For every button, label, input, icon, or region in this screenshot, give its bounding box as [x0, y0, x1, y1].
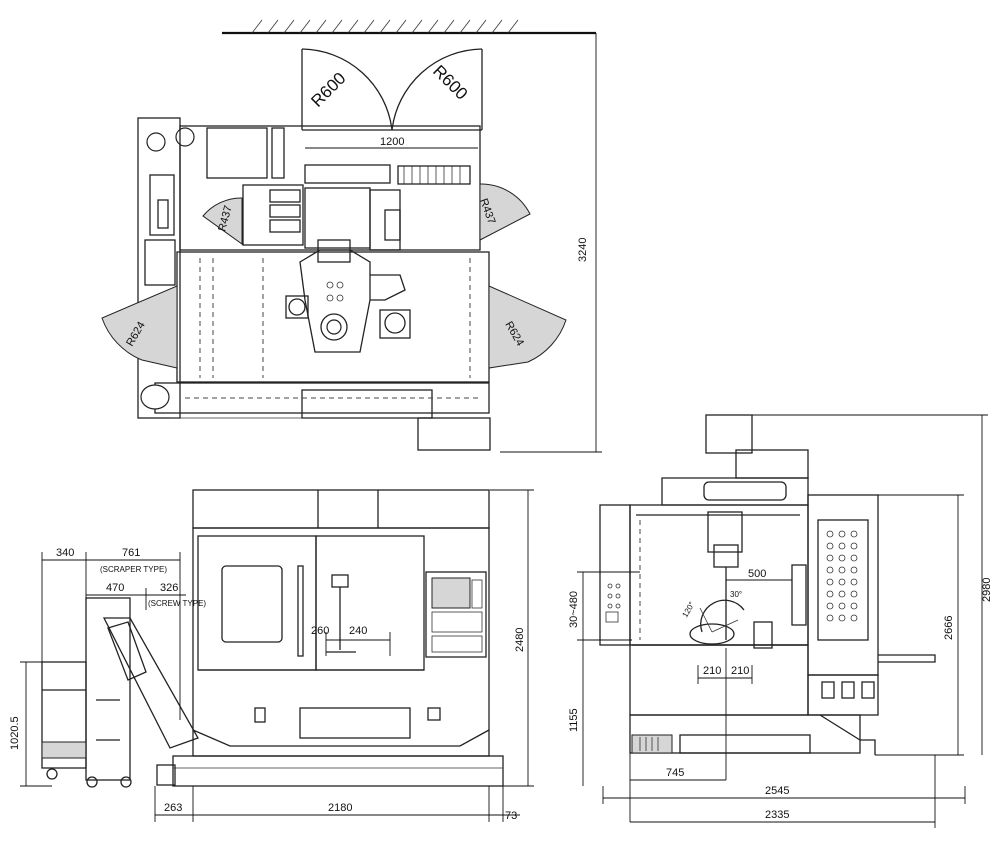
front-lower-panel — [299, 707, 411, 739]
dim-label-2180: 2180 — [328, 802, 352, 814]
dim-label-761: 761 — [122, 547, 140, 559]
dim-3240: 3240 — [500, 33, 602, 453]
dim-label-260: 260 — [311, 625, 329, 637]
dim-label-210-a: 210 — [703, 665, 721, 677]
dim-label-73: 73 — [505, 810, 517, 822]
radius-label-door-left: R600 — [307, 69, 349, 111]
front-base — [172, 755, 504, 787]
front-view: 260 240 — [9, 489, 534, 822]
dim-260-240: 260 240 — [311, 625, 391, 656]
side-view: 120° 30° 500 210 210 30~48 — [568, 414, 993, 828]
arc-r624-left — [101, 285, 178, 369]
dim-label-240: 240 — [349, 625, 367, 637]
left-column-port — [146, 132, 166, 152]
dim-label-745: 745 — [666, 767, 684, 779]
arc-r437-left — [202, 197, 243, 245]
dim-2980: 2980 — [752, 414, 993, 755]
side-window — [703, 481, 787, 501]
dim-label-470: 470 — [106, 582, 124, 594]
dim-745: 745 — [629, 753, 726, 822]
left-column — [137, 117, 181, 419]
plan-main-body — [176, 251, 490, 383]
arc-r624-right — [488, 285, 567, 369]
dim-label-500: 500 — [748, 568, 766, 580]
dim-bottom-front: 263 2180 73 — [154, 786, 520, 822]
dim-label-2545: 2545 — [765, 785, 789, 797]
control-panel — [425, 571, 487, 658]
dim-label-2335: 2335 — [765, 809, 789, 821]
dim-2666: 2666 — [875, 494, 964, 756]
dim-2545: 2545 — [602, 785, 966, 804]
angle-label-120: 120° — [680, 600, 696, 619]
breaker-grid — [826, 530, 858, 622]
vent-grille — [397, 165, 471, 185]
plan-view: R600 R600 1200 3240 — [101, 19, 602, 453]
wall-hatch — [222, 19, 596, 35]
dim-label-1200: 1200 — [380, 136, 404, 148]
dim-label-2666: 2666 — [943, 616, 955, 640]
electrical-panel — [817, 519, 869, 641]
dim-label-3240: 3240 — [577, 238, 589, 262]
scraper-type-note: (SCRAPER TYPE) — [100, 565, 167, 574]
arc-r437-right — [479, 183, 531, 241]
door-swing-right — [391, 48, 483, 131]
dim-label-2480: 2480 — [514, 628, 526, 652]
screw-type-note: (SCREW TYPE) — [148, 599, 206, 608]
radius-label-door-right: R600 — [429, 61, 471, 103]
dim-1020-5: 1020.5 — [9, 661, 52, 787]
dim-470-326: 470 326 (SCREW TYPE) — [86, 582, 206, 610]
plan-coolant-port — [140, 384, 170, 410]
front-window — [221, 565, 283, 643]
conveyor-frame — [85, 597, 131, 781]
dim-label-340: 340 — [56, 547, 74, 559]
dim-1200: 1200 — [305, 136, 478, 149]
dim-2335: 2335 — [630, 755, 936, 828]
dim-label-263: 263 — [164, 802, 182, 814]
left-column-port-2 — [175, 127, 195, 147]
dim-label-30-480: 30~480 — [568, 591, 580, 628]
cnc-screen — [431, 577, 471, 609]
dim-label-1020-5: 1020.5 — [9, 716, 21, 750]
dim-label-326: 326 — [160, 582, 178, 594]
dim-label-1155: 1155 — [568, 708, 580, 732]
dim-210-210: 210 210 — [697, 648, 753, 780]
dim-1155: 1155 — [568, 640, 584, 786]
front-roof — [192, 489, 490, 529]
side-column-top — [705, 414, 753, 454]
plan-chip-bin — [417, 417, 491, 451]
side-control-buttons — [605, 583, 621, 623]
chip-conveyor — [41, 597, 199, 788]
rotation-indicator: 120° 30° — [680, 590, 745, 645]
dim-label-2980: 2980 — [981, 578, 993, 602]
dim-2480: 2480 — [490, 489, 534, 787]
angle-label-30: 30° — [730, 590, 742, 599]
plan-spindle-head — [299, 239, 406, 353]
front-door-right — [315, 535, 425, 671]
door-handle — [297, 565, 304, 657]
door-swing-left — [301, 48, 393, 131]
dim-label-210-b: 210 — [731, 665, 749, 677]
front-spindle — [326, 574, 356, 653]
dim-30-480: 30~480 — [568, 571, 640, 641]
dim-340-761: 340 761 (SCRAPER TYPE) — [41, 547, 181, 720]
